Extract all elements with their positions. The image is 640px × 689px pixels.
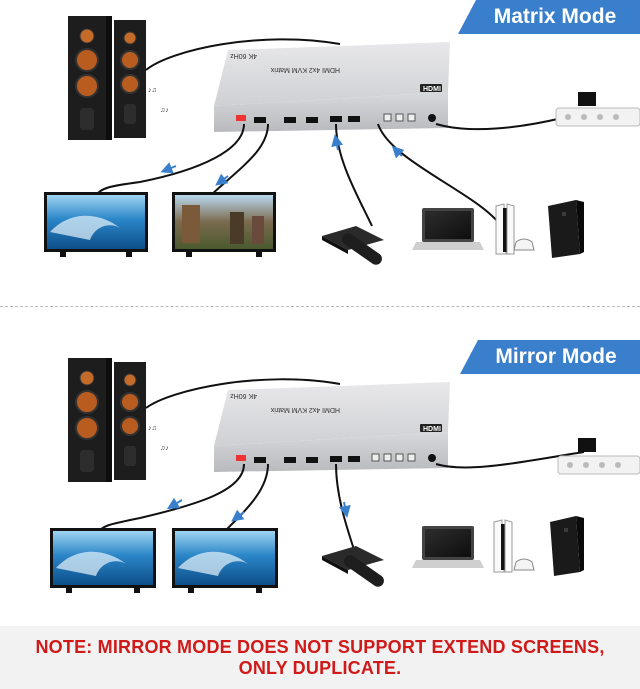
game-console-icon <box>495 203 535 255</box>
game-console-icon <box>493 519 535 573</box>
signal-arrows <box>166 497 351 522</box>
music-notes-icon: ♪♫ ♫♪ <box>148 87 169 114</box>
svg-text:♫♪: ♫♪ <box>160 107 169 114</box>
power-strip-icon <box>555 92 640 127</box>
svg-text:♫♪: ♫♪ <box>160 445 169 452</box>
speaker-icon <box>68 16 146 140</box>
device-resolution: 4K 60Hz <box>230 392 257 399</box>
svg-text:♪♫: ♪♫ <box>148 425 157 432</box>
tv-icon <box>172 528 278 593</box>
device-resolution: 4K 60Hz <box>230 52 257 59</box>
laptop-icon <box>412 526 484 568</box>
speaker-icon <box>68 358 146 482</box>
tv-icon <box>172 192 276 257</box>
section-divider <box>0 306 640 307</box>
mirror-mode-illustration: ♪♫ ♫♪ 4K 60Hz HDMI 4x2 KVM Matrix HDMI <box>50 358 640 593</box>
mode-banner-mirror: Mirror Mode <box>460 340 640 374</box>
music-notes-icon: ♪♫ ♫♪ <box>148 425 169 452</box>
pc-tower-icon <box>548 200 584 258</box>
hdmi-logo: HDMI <box>423 426 441 433</box>
tv-icon <box>50 528 156 593</box>
note-line-2: ONLY DUPLICATE. <box>238 657 402 678</box>
svg-text:♪♫: ♪♫ <box>148 87 157 94</box>
note-line-1: NOTE: MIRROR MODE DOES NOT SUPPORT EXTEN… <box>35 636 605 657</box>
laptop-icon <box>412 208 484 250</box>
device-model: HDMI 4x2 KVM Matrix <box>270 66 340 73</box>
remote-icon <box>342 233 382 265</box>
kvm-matrix-device: 4K 60Hz HDMI 4x2 KVM Matrix HDMI <box>214 42 450 132</box>
cables <box>97 378 585 557</box>
pc-tower-icon <box>550 516 584 576</box>
matrix-mode-illustration: ♪♫ ♫♪ 4K 60Hz HDMI 4x2 KVM Matrix HDMI <box>44 16 640 265</box>
hdmi-logo: HDMI <box>423 86 441 93</box>
power-strip-icon <box>557 438 640 475</box>
kvm-matrix-device: 4K 60Hz HDMI 4x2 KVM Matrix HDMI <box>214 382 450 472</box>
tv-icon <box>44 192 148 257</box>
remote-icon <box>344 555 384 587</box>
mode-banner-matrix: Matrix Mode <box>458 0 640 34</box>
matrix-mode-section: ♪♫ ♫♪ 4K 60Hz HDMI 4x2 KVM Matrix HDMI <box>0 0 640 300</box>
mirror-mode-note: NOTE: MIRROR MODE DOES NOT SUPPORT EXTEN… <box>0 626 640 689</box>
device-model: HDMI 4x2 KVM Matrix <box>270 406 340 413</box>
mirror-mode-section: ♪♫ ♫♪ 4K 60Hz HDMI 4x2 KVM Matrix HDMI <box>0 340 640 640</box>
signal-arrows <box>160 134 405 186</box>
